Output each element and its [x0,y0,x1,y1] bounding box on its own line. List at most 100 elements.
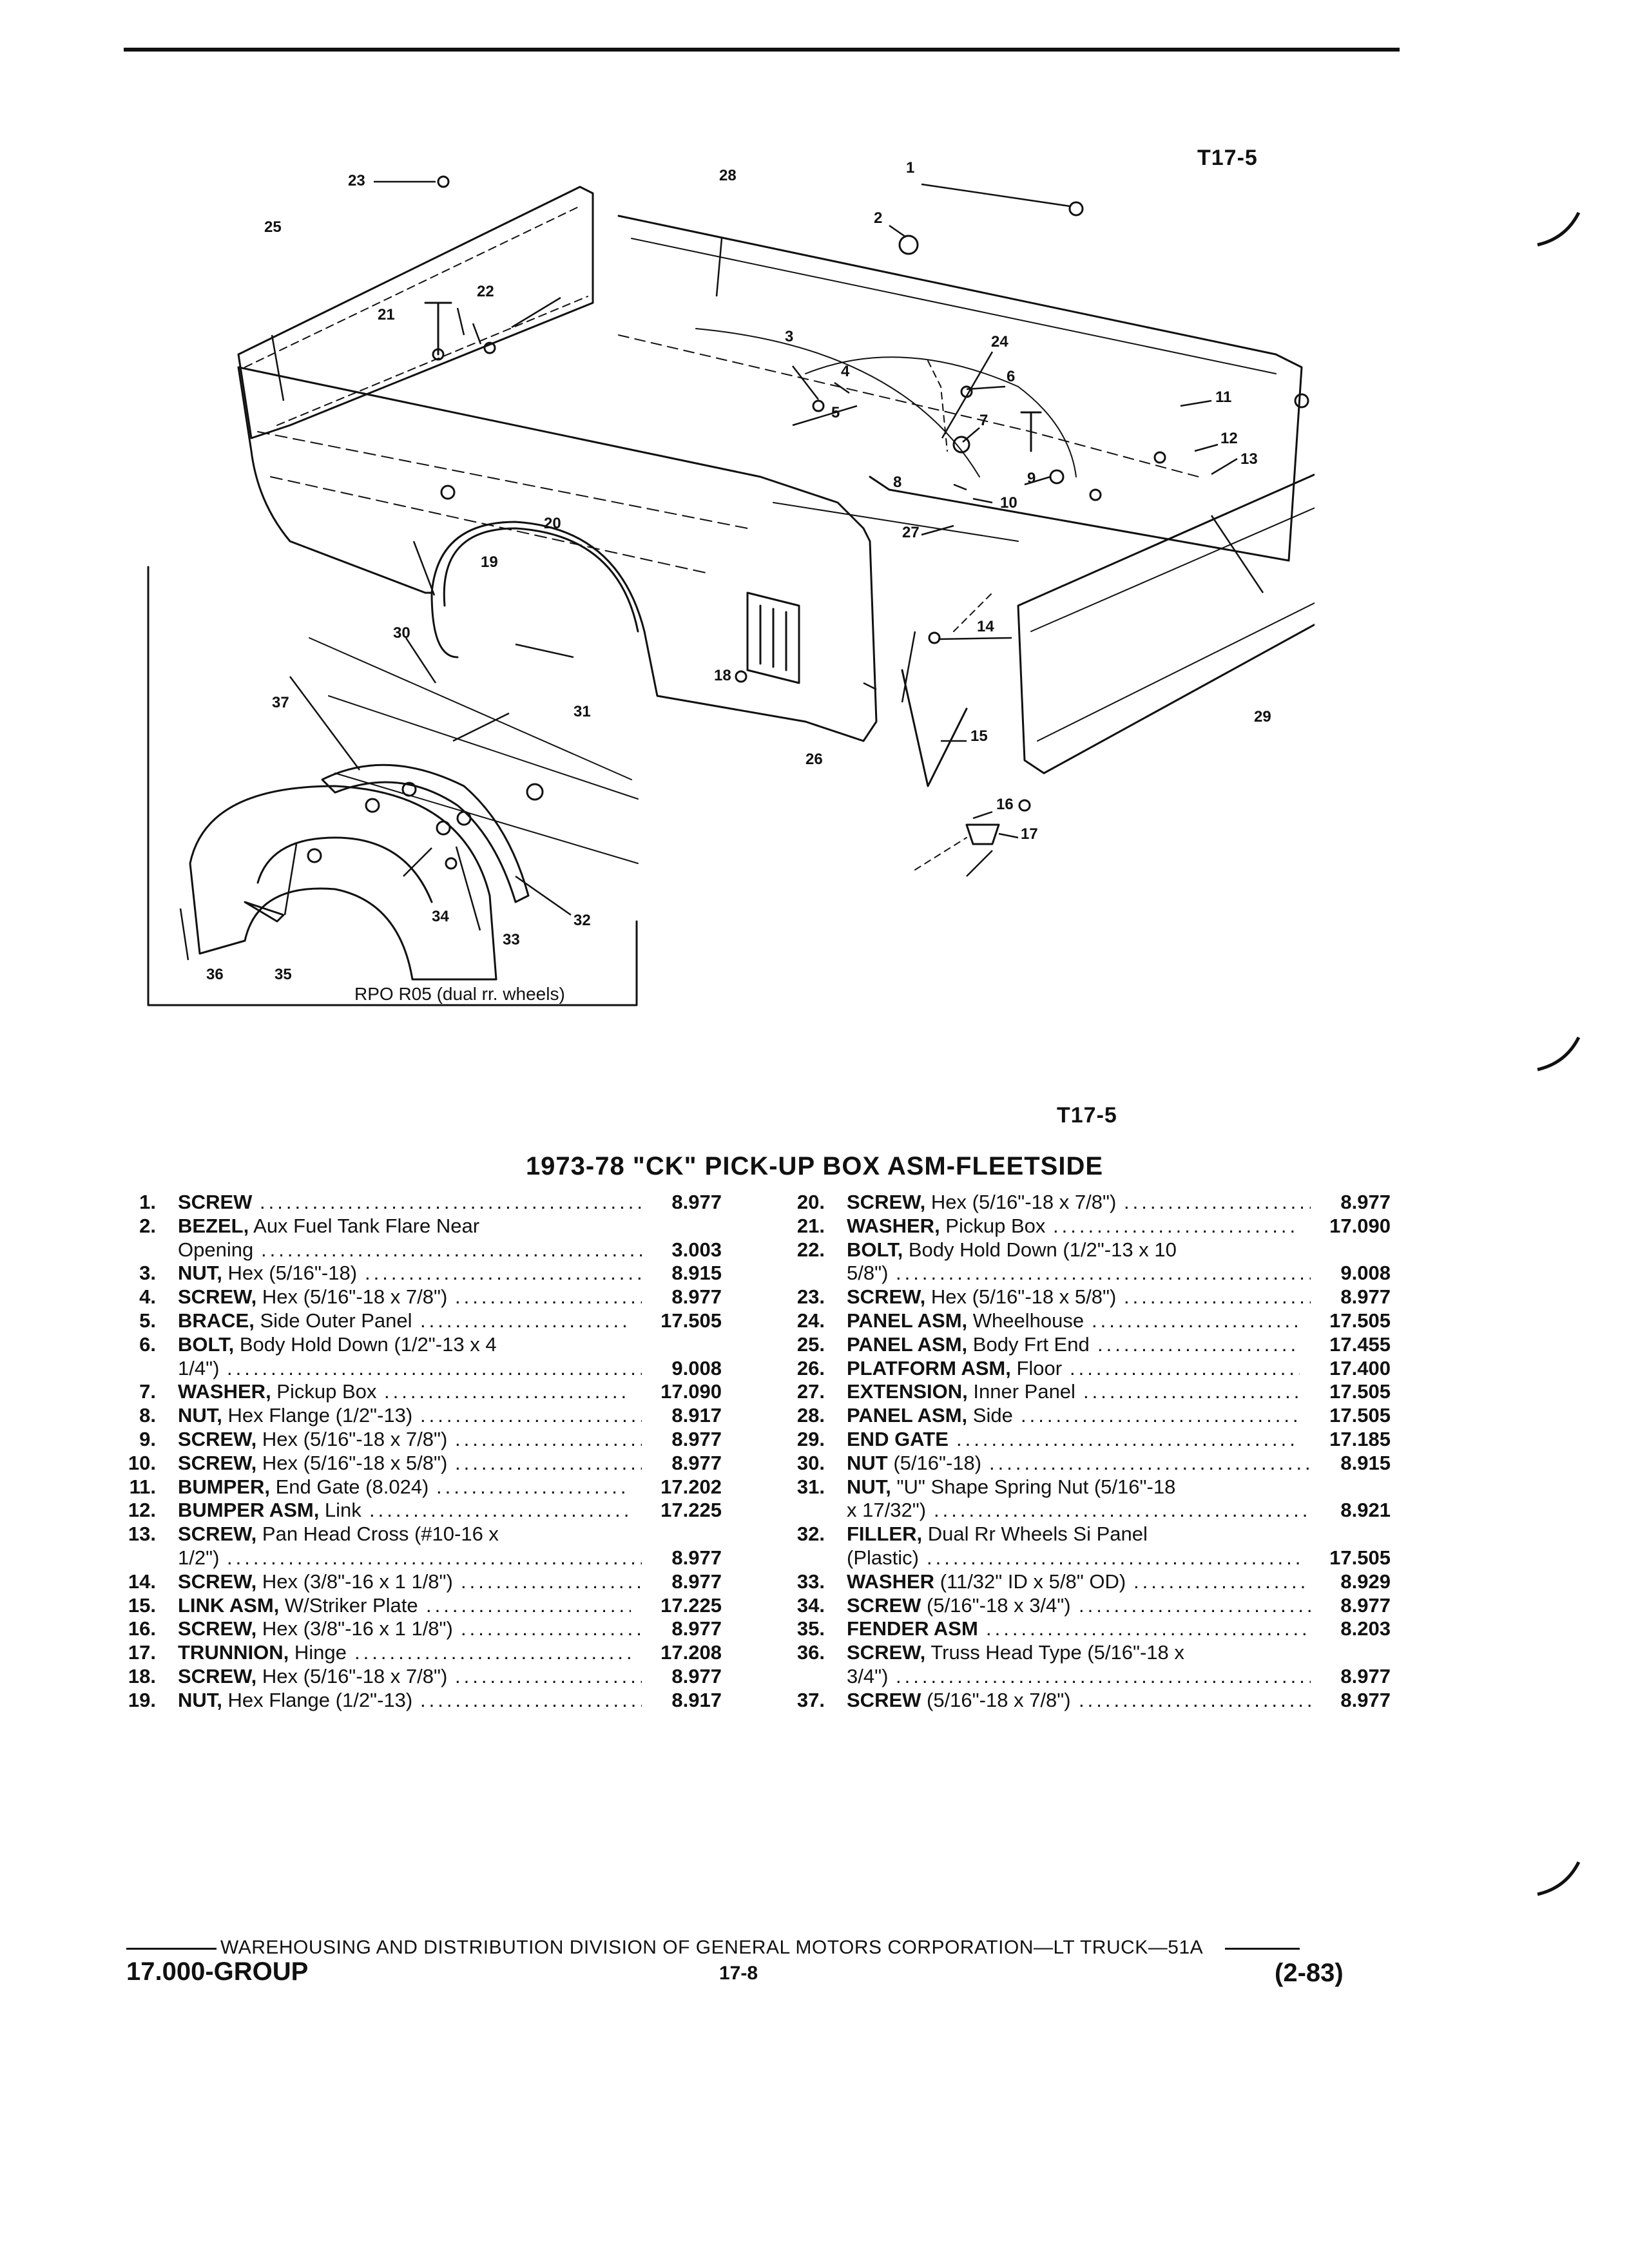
part-description: SCREW (5/16"-18 x 7/8") [847,1689,1071,1713]
dot-leader: ........................................… [986,1617,1311,1640]
group-code: 17.225 [660,1499,722,1522]
part-description: NUT, Hex Flange (1/2"-13) [178,1404,412,1428]
part-number: 10. [128,1451,156,1474]
part-description: SCREW (5/16"-18 x 3/4") [847,1594,1071,1618]
part-name: BOLT, [847,1238,903,1261]
part-row: 37.SCREW (5/16"-18 x 7/8")8.977.........… [785,1689,1391,1713]
part-number: 20. [796,1191,825,1213]
part-row-continuation: 3/4") 8.977..............................… [785,1665,1391,1689]
part-description: END GATE [847,1428,949,1452]
group-code: 8.977 [1340,1664,1391,1687]
part-name: SCREW, [178,1285,257,1309]
part-description: BOLT, Body Hold Down (1/2"-13 x 4 [178,1333,497,1357]
part-name: SCREW, [178,1451,257,1474]
group-code: 8.915 [1340,1451,1391,1474]
dot-leader: ........................................… [1083,1380,1300,1403]
part-row: 8.NUT, Hex Flange (1/2"-13)8.917........… [116,1404,722,1428]
part-row: 20.SCREW, Hex (5/16"-18 x 7/8")8.977....… [785,1191,1391,1215]
part-name: NUT, [178,1688,222,1711]
callout-11: 11 [1215,389,1231,406]
part-name: LINK ASM, [178,1593,280,1617]
group-code: 17.505 [1329,1309,1391,1332]
dot-leader: ........................................… [461,1617,642,1640]
group-code: 8.977 [671,1427,722,1450]
part-spec: 3/4") [847,1664,889,1687]
dot-leader: ........................................… [365,1262,642,1285]
part-name: BUMPER ASM, [178,1499,320,1522]
group-code: 17.202 [660,1475,722,1498]
part-name: FENDER ASM [847,1617,978,1640]
group-code: 17.225 [660,1593,722,1617]
dot-leader: ........................................… [989,1451,1311,1474]
part-name: SCREW, [178,1664,257,1687]
part-spec: 1/2") [178,1546,220,1569]
dot-leader: ........................................… [455,1285,642,1309]
part-spec: (Plastic) [847,1546,919,1569]
part-row: 18.SCREW, Hex (5/16"-18 x 7/8")8.977....… [116,1665,722,1689]
group-code: 8.977 [1340,1688,1391,1711]
part-spec: Hex (3/8"-16 x 1 1/8") [256,1617,453,1640]
dot-leader: ........................................… [927,1546,1300,1569]
part-number: 9. [139,1427,156,1450]
group-code: 8.921 [1340,1499,1391,1522]
callout-5: 5 [831,404,840,421]
part-description: SCREW, Hex (3/8"-16 x 1 1/8") [178,1570,453,1594]
dot-leader: ........................................… [896,1664,1311,1687]
callout-8: 8 [893,474,901,491]
group-code: 8.977 [671,1285,722,1309]
callout-33: 33 [503,931,520,948]
page-number: 17-8 [719,1963,758,1984]
part-name: WASHER [847,1570,935,1593]
part-name: NUT, [178,1404,222,1427]
part-spec: Hex (5/16"-18) [222,1262,358,1285]
part-number: 37. [796,1688,825,1711]
part-row: 11.BUMPER, End Gate (8.024)17.202.......… [116,1475,722,1499]
figure-code-top: T17-5 [1197,146,1258,170]
part-description: PANEL ASM, Body Frt End [847,1333,1090,1357]
part-spec: (5/16"-18) [887,1451,982,1474]
part-row: 36.SCREW, Truss Head Type (5/16"-18 x [785,1641,1391,1665]
callout-7: 7 [979,412,988,429]
callout-36: 36 [206,966,224,983]
part-spec: Hex (5/16"-18 x 7/8") [256,1664,448,1687]
part-number: 30. [796,1451,825,1474]
part-name: BUMPER, [178,1475,270,1498]
fender-drawing [189,785,497,981]
dot-leader: ........................................… [369,1499,631,1522]
part-description: 1/2") [178,1546,219,1570]
callout-27: 27 [902,524,920,541]
callout-19: 19 [481,553,498,571]
part-description: NUT, Hex Flange (1/2"-13) [178,1689,412,1713]
part-number: 22. [796,1238,825,1261]
part-number: 19. [128,1688,156,1711]
front-panel-drawing [237,186,594,439]
part-spec: 1/4") [178,1356,220,1379]
group-code: 17.505 [660,1309,722,1332]
part-spec: Body Hold Down (1/2"-13 x 10 [903,1238,1177,1261]
group-code: 17.505 [1329,1380,1391,1403]
part-row: 9.SCREW, Hex (5/16"-18 x 7/8")8.977.....… [116,1428,722,1452]
callout-37: 37 [272,694,289,711]
link-drawing [901,669,968,787]
part-name: PANEL ASM, [847,1309,968,1332]
part-spec: Hex (3/8"-16 x 1 1/8") [256,1570,453,1593]
part-description: BOLT, Body Hold Down (1/2"-13 x 10 [847,1238,1177,1262]
part-row: 3.NUT, Hex (5/16"-18)8.915..............… [116,1262,722,1285]
part-spec: (5/16"-18 x 3/4") [921,1593,1071,1617]
part-spec: W/Striker Plate [279,1593,418,1617]
part-name: END GATE [847,1427,949,1450]
part-name: SCREW, [847,1641,926,1664]
part-description: SCREW, Pan Head Cross (#10-16 x [178,1523,499,1546]
part-spec: Hinge [289,1641,347,1664]
part-name: BRACE, [178,1309,255,1332]
callout-24: 24 [991,333,1008,351]
group-code: 17.505 [1329,1546,1391,1569]
part-spec: Link [319,1499,361,1522]
part-number: 17. [128,1641,156,1664]
part-number: 21. [796,1214,825,1237]
part-spec: Wheelhouse [967,1309,1084,1332]
part-name: NUT, [178,1262,222,1285]
box-outer-side-drawing [237,366,878,742]
